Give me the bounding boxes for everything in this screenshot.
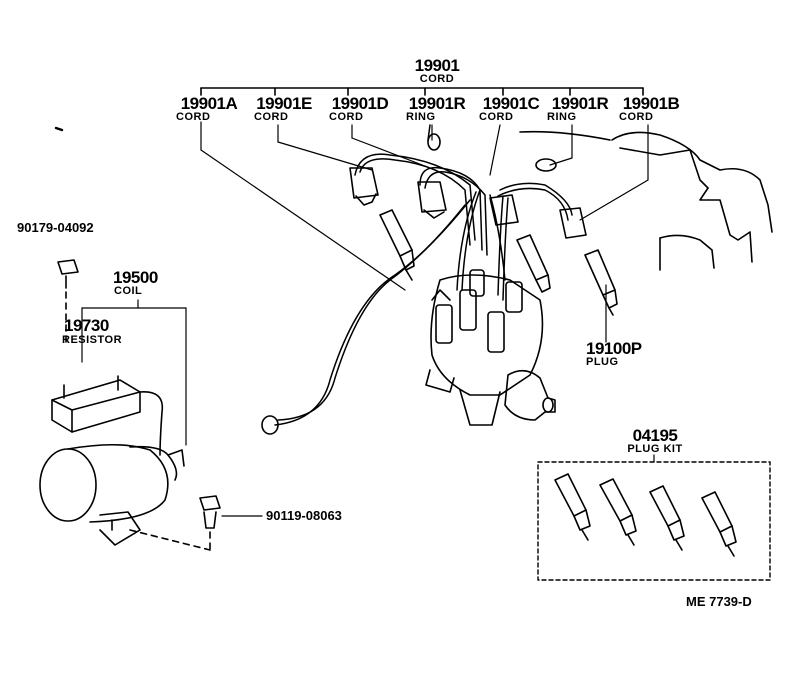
- cord-d-name: CORD: [329, 111, 364, 123]
- bolt-bottom: [129, 495, 263, 551]
- resistor-name: RESISTOR: [62, 334, 123, 346]
- bolt-bottom-number: 90119-08063: [266, 508, 342, 523]
- cord-boots: [261, 133, 587, 435]
- leader-lines: [200, 121, 649, 343]
- spark-plugs-upper: [379, 209, 618, 316]
- plug-number: 19100P: [586, 339, 642, 358]
- cord-set-number: 19901: [414, 56, 460, 75]
- cord-set-name: CORD: [419, 73, 455, 85]
- ring-1-number: 19901R: [408, 94, 466, 113]
- cord-e-name: CORD: [254, 111, 289, 123]
- plug-kit-plugs: [554, 473, 737, 557]
- engine-outline: [519, 130, 773, 271]
- cord-set-bracket: [200, 87, 644, 96]
- plug-kit-number: 04195: [632, 426, 678, 445]
- bolt-top-number: 90179-04092: [17, 220, 94, 235]
- plug-name: PLUG: [586, 356, 619, 368]
- coil: [39, 443, 185, 546]
- coil-bracket-lines: [81, 299, 187, 446]
- arrow-mark: [54, 126, 64, 132]
- resistor-number: 19730: [64, 316, 109, 335]
- resistor: [51, 375, 164, 456]
- cord-b-name: CORD: [619, 111, 654, 123]
- ring-2-number: 19901R: [551, 94, 609, 113]
- diagram-ref: ME 7739-D: [686, 594, 752, 609]
- ring-1-name: RING: [406, 111, 436, 123]
- coil-name: COIL: [114, 285, 143, 297]
- cord-d-number: 19901D: [331, 94, 389, 113]
- cord-e-number: 19901E: [256, 94, 312, 113]
- plug-kit-box: [537, 454, 771, 581]
- ignition-cords: [274, 124, 573, 426]
- distributor: [425, 269, 556, 426]
- coil-number: 19500: [113, 268, 158, 287]
- cord-c-number: 19901C: [482, 94, 540, 113]
- ring-2-name: RING: [547, 111, 577, 123]
- plug-kit-name: PLUG KIT: [627, 443, 683, 455]
- cord-a-name: CORD: [176, 111, 211, 123]
- cord-a-number: 19901A: [180, 94, 238, 113]
- cord-b-number: 19901B: [622, 94, 680, 113]
- bolt-top: [57, 259, 79, 346]
- cord-c-name: CORD: [479, 111, 514, 123]
